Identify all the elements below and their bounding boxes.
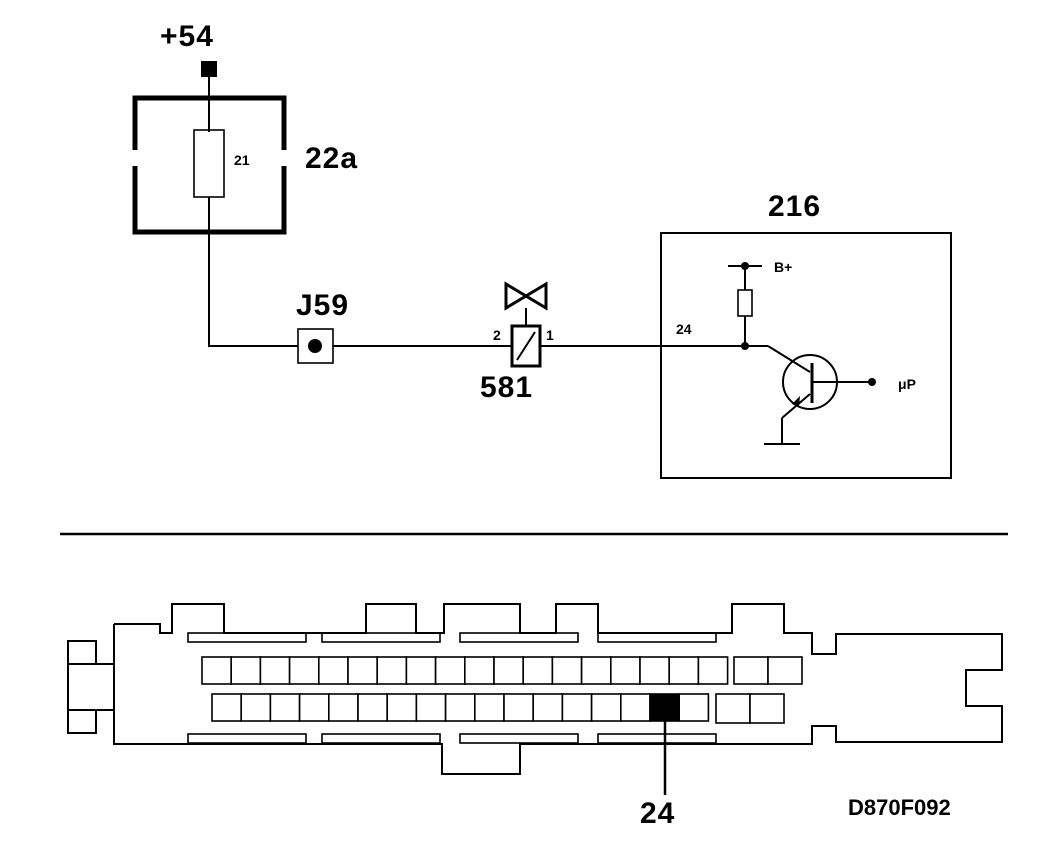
connector-pin-top (463, 656, 495, 685)
connector-pin-top (609, 656, 641, 685)
connector-pin-bottom (415, 693, 447, 722)
connector-pin-top (522, 656, 554, 685)
connector-pin-top (639, 656, 671, 685)
fuse-number-label: 21 (234, 152, 250, 168)
connector-pin-bottom (473, 693, 505, 722)
connector-pin-top (405, 656, 437, 685)
connector-pin-highlighted (649, 693, 681, 722)
connector-pin-bottom (619, 693, 651, 722)
connector-pin-bottom (678, 693, 710, 722)
supply-terminal (201, 61, 217, 77)
figure-code: D870F092 (848, 795, 951, 820)
connector-pin-top (288, 656, 320, 685)
connector-pin-bottom-aux (749, 693, 785, 724)
connector-pin-top (230, 656, 262, 685)
valve-pin-1-label: 1 (546, 327, 554, 343)
connector-pin-top (434, 656, 466, 685)
pin-callout-label: 24 (640, 797, 675, 830)
connector-pin-bottom (503, 693, 535, 722)
microprocessor-label: μP (898, 376, 916, 392)
b-plus-label: B+ (774, 259, 792, 275)
connector-pin-bottom (386, 693, 418, 722)
connector-pin-top (493, 656, 525, 685)
ecu-label: 216 (768, 190, 821, 223)
ecu-box (660, 232, 952, 479)
connector-pin-top (347, 656, 379, 685)
pullup-resistor (737, 289, 753, 317)
ecu-pin-label: 24 (676, 321, 692, 337)
connector-pin-top (201, 656, 233, 685)
connector-pin-top (580, 656, 612, 685)
connector-pin-bottom (327, 693, 359, 722)
connector-pin-bottom (357, 693, 389, 722)
connector-pin-bottom-aux (715, 693, 751, 724)
fuse-box-label: 22a (305, 142, 358, 175)
connector-pin-bottom (269, 693, 301, 722)
transistor (745, 345, 876, 445)
fuse (193, 129, 225, 198)
valve-pin-2-label: 2 (493, 327, 501, 343)
ecu-connector (67, 603, 1003, 775)
connector-pin-bottom (561, 693, 593, 722)
connector-pin-top (317, 656, 349, 685)
connector-pin-bottom (444, 693, 476, 722)
connector-pin-top (551, 656, 583, 685)
junction-dot (308, 339, 322, 353)
connector-pin-bottom (211, 693, 243, 722)
valve-label: 581 (480, 371, 533, 404)
connector-pin-top (259, 656, 291, 685)
connector-pin-top (697, 656, 729, 685)
junction-label: J59 (296, 289, 349, 322)
solenoid-valve (504, 281, 548, 368)
connector-pin-bottom (590, 693, 622, 722)
connector-pin-top-aux (733, 656, 769, 685)
connector-pin-bottom (532, 693, 564, 722)
connector-pin-bottom (240, 693, 272, 722)
supply-label: +54 (160, 20, 214, 53)
connector-pin-bottom (298, 693, 330, 722)
connector-pin-top (668, 656, 700, 685)
connector-pin-top (376, 656, 408, 685)
connector-pin-top-aux (767, 656, 803, 685)
wire-fuse-to-junction (208, 197, 298, 347)
